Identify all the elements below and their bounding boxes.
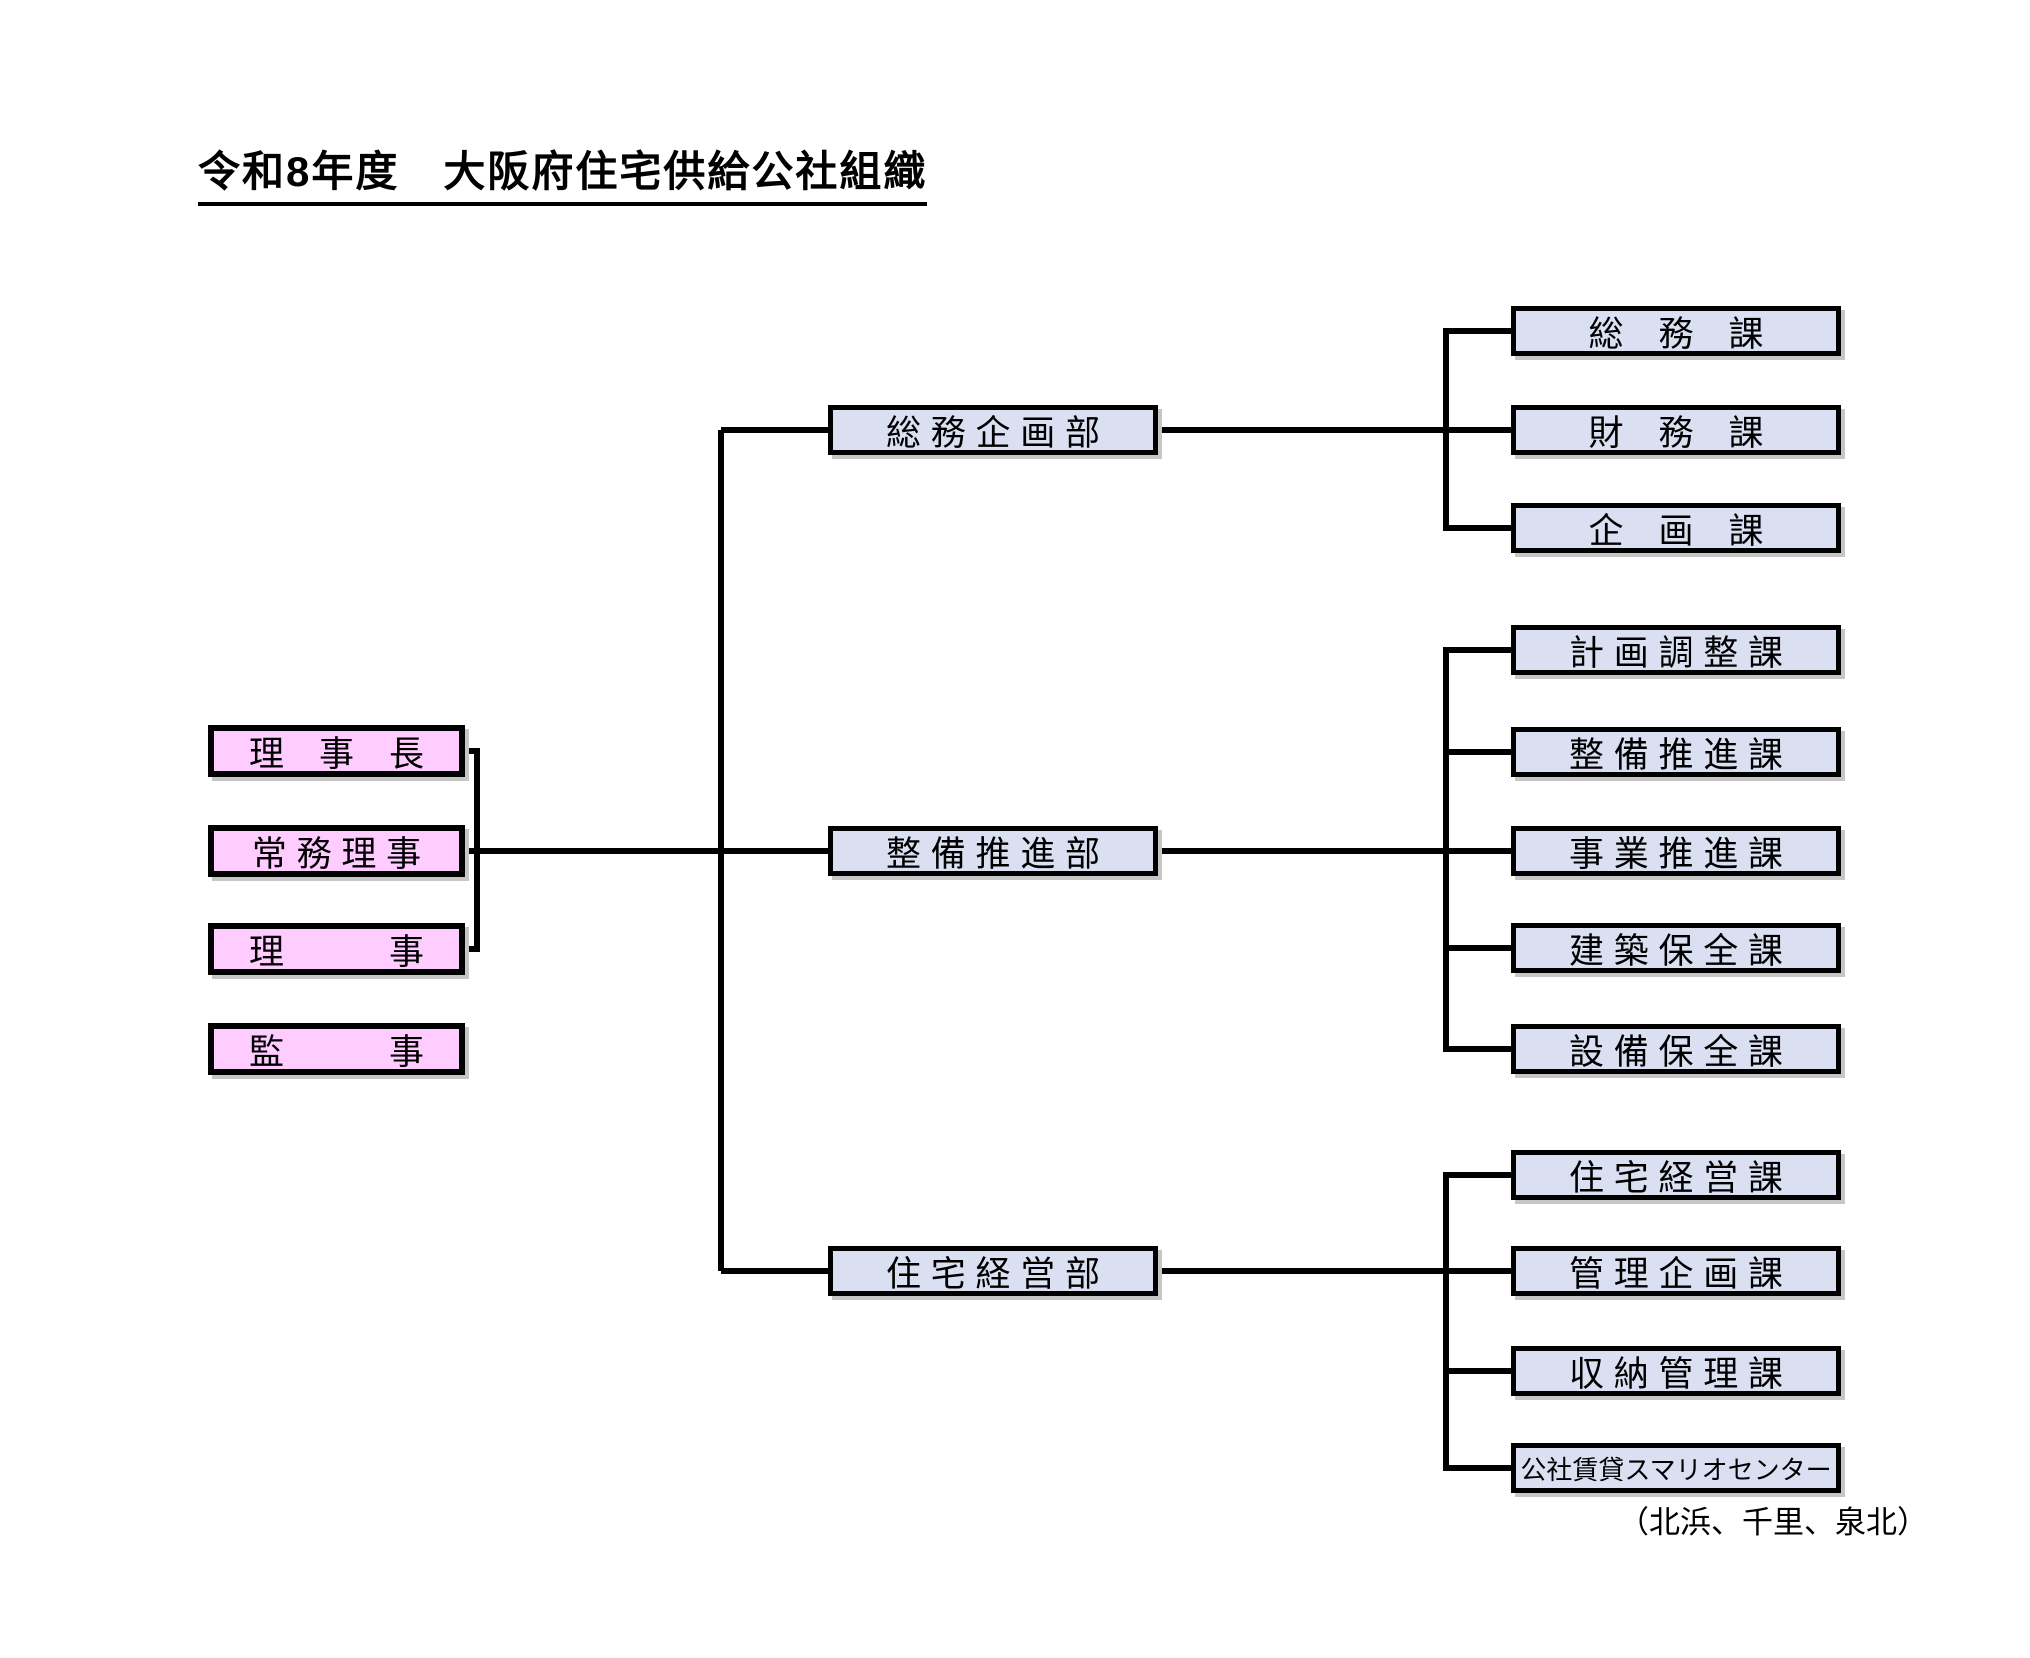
box-president: 理 事 長	[208, 725, 465, 777]
box-section-equipment-maintenance: 設 備 保 全 課	[1511, 1024, 1841, 1074]
box-section-housing-management: 住 宅 経 営 課	[1511, 1150, 1841, 1200]
box-section-planning: 企 画 課	[1511, 503, 1841, 553]
section-stub-lines	[1443, 328, 1514, 1471]
trunk-branch-lines	[721, 427, 831, 1274]
box-section-finance: 財 務 課	[1511, 405, 1841, 455]
box-director: 理 事	[208, 923, 465, 975]
box-dept-housing-management: 住 宅 経 営 部	[828, 1246, 1158, 1296]
box-section-maintenance-promotion: 整 備 推 進 課	[1511, 727, 1841, 777]
box-section-sumario-center: 公社賃貸スマリオセンター	[1511, 1443, 1841, 1493]
box-section-general-affairs: 総 務 課	[1511, 306, 1841, 356]
box-section-plan-coordination: 計 画 調 整 課	[1511, 625, 1841, 675]
box-dept-general-affairs-planning: 総 務 企 画 部	[828, 405, 1158, 455]
box-section-building-maintenance: 建 築 保 全 課	[1511, 923, 1841, 973]
box-section-management-planning: 管 理 企 画 課	[1511, 1246, 1841, 1296]
dept-to-group-lines	[1154, 427, 1449, 1274]
box-section-business-promotion: 事 業 推 進 課	[1511, 826, 1841, 876]
box-auditor: 監 事	[208, 1023, 465, 1075]
box-dept-maintenance-promotion: 整 備 推 進 部	[828, 826, 1158, 876]
footnote-branches: （北浜、千里、泉北）	[1618, 1505, 1928, 1540]
box-section-collection-management: 収 納 管 理 課	[1511, 1346, 1841, 1396]
box-managing-director: 常 務 理 事	[208, 825, 465, 877]
page-title: 令和8年度 大阪府住宅供給公社組織	[198, 138, 928, 206]
